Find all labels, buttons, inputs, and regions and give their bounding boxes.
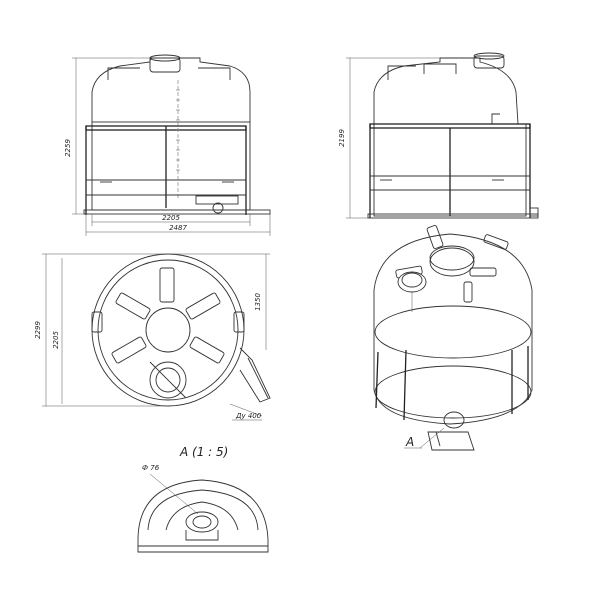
top-inner-dim: 2205: [52, 331, 60, 349]
detail-title: A (1 : 5): [179, 445, 228, 459]
front-height-dim: 2259: [64, 139, 72, 157]
top-half-dim: 1350: [254, 293, 262, 311]
side-view: 2199: [338, 52, 539, 219]
detail-diameter-label: Ф 76: [142, 464, 160, 472]
front-view: 2259 2205 2487: [64, 54, 271, 236]
outlet-dim-label: Ду 400: [235, 412, 262, 420]
top-outer-dim: 2299: [34, 321, 42, 339]
top-view: Ду 400 2299 2205 1350: [34, 253, 271, 421]
iso-callout-label: A: [405, 435, 414, 449]
detail-view: A (1 : 5) Ф 76: [137, 445, 269, 553]
side-height-dim: 2199: [338, 129, 346, 147]
iso-view: A: [373, 225, 533, 451]
front-width-inner-dim: 2205: [162, 214, 180, 222]
front-width-outer-dim: 2487: [169, 224, 187, 232]
